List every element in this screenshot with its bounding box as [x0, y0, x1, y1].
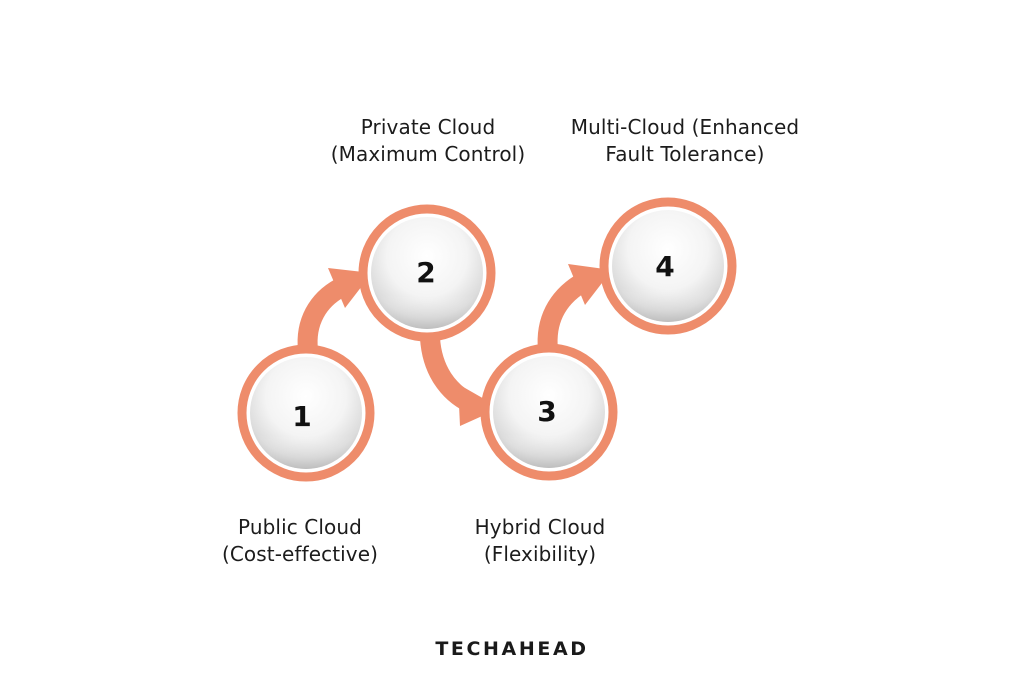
- step-number-1: 1: [292, 400, 311, 433]
- step-subtitle-4: Fault Tolerance): [605, 142, 765, 166]
- step-title-1: Public Cloud: [238, 515, 362, 539]
- arrow-2-to-3: [420, 337, 500, 426]
- step-label-3: Hybrid Cloud (Flexibility): [440, 514, 640, 568]
- step-circle-4: 4: [599, 197, 737, 335]
- step-subtitle-1: (Cost-effective): [221, 542, 379, 566]
- step-circle-1: 1: [237, 344, 375, 482]
- step-label-2: Private Cloud (Maximum Control): [318, 114, 538, 168]
- brand-logo: TECHAHEAD: [435, 638, 589, 660]
- step-title-2: Private Cloud: [360, 115, 496, 139]
- step-label-1: Public Cloud (Cost-effective): [200, 514, 400, 568]
- step-circle-3: 3: [480, 343, 618, 481]
- step-subtitle-2: (Maximum Control): [330, 142, 526, 166]
- step-subtitle-3: (Flexibility): [483, 542, 597, 566]
- step-label-4: Multi-Cloud (Enhanced Fault Tolerance): [560, 114, 810, 168]
- step-number-3: 3: [537, 395, 556, 428]
- step-circle-2: 2: [358, 204, 496, 342]
- step-number-4: 4: [655, 250, 674, 283]
- step-title-4: Multi-Cloud (Enhanced: [570, 115, 800, 139]
- step-number-2: 2: [416, 256, 435, 289]
- step-title-3: Hybrid Cloud: [474, 515, 606, 539]
